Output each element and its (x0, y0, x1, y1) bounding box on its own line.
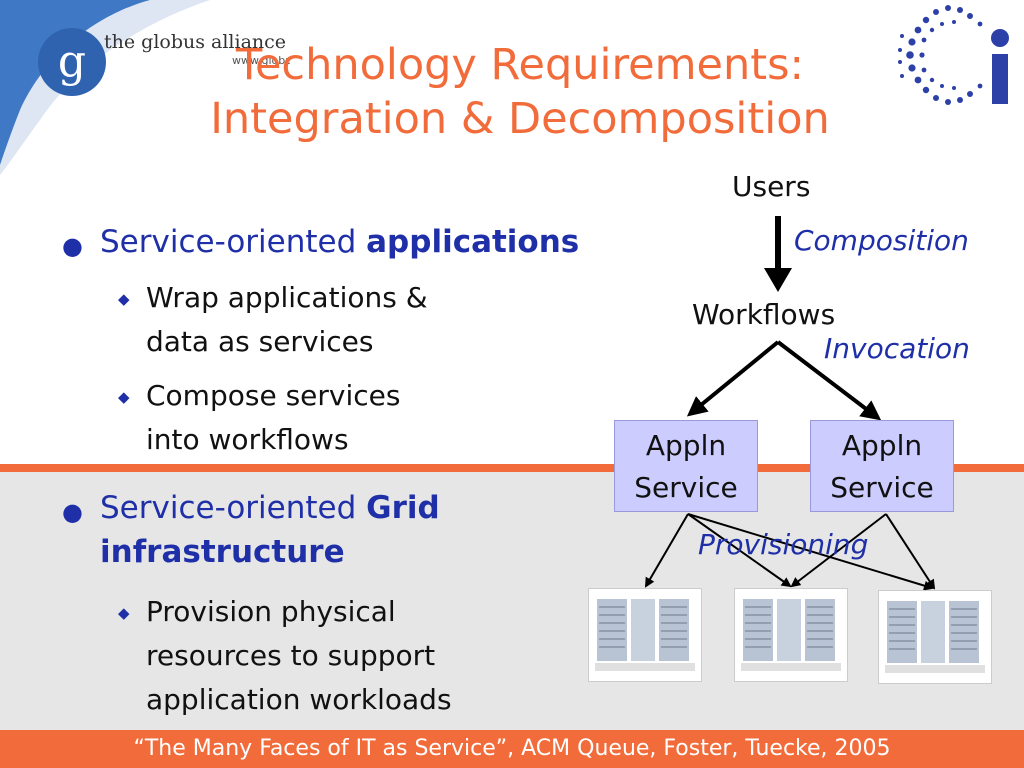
logo-swoosh-blue (0, 0, 150, 165)
slide-title-line1: Technology Requirements: (236, 40, 804, 90)
orange-divider-bar (0, 464, 1024, 472)
logo-globe-icon (38, 28, 106, 96)
invocation-label: Invocation (824, 332, 970, 365)
bullet-bold-text: Grid (366, 490, 440, 526)
sub-bullet-line: Wrap applications & (146, 281, 428, 314)
invocation-arrow-left (686, 340, 780, 417)
sub-bullet-diamond-icon: ◆ (118, 604, 130, 622)
provision-arrow (687, 513, 934, 591)
slide-title-line2: Integration & Decomposition (210, 94, 830, 144)
sub-bullet-line: application workloads (146, 683, 452, 716)
service-label: Appln (841, 429, 923, 462)
composition-arrow-head (764, 268, 792, 292)
server-rack-image (588, 588, 702, 682)
workflows-label: Workflows (692, 298, 836, 331)
appln-service-box-1: Appln Service (614, 420, 758, 512)
lower-background-panel (0, 472, 1024, 730)
footer-citation: “The Many Faces of IT as Service”, ACM Q… (0, 730, 1024, 768)
invocation-arrow-right (776, 340, 882, 421)
provision-arrow (885, 513, 936, 590)
globus-logo: g the globus alliance www.globus.org (0, 0, 290, 175)
bullet-bold-text: applications (366, 224, 580, 260)
server-rack-image (878, 590, 992, 684)
provision-arrow (790, 513, 887, 588)
sub-bullet-line: into workflows (146, 423, 349, 456)
bullet-text: Service-oriented (100, 224, 367, 260)
diagram-arrows (644, 216, 936, 591)
bullet-grid-infrastructure: Service-oriented Grid infrastructure (100, 486, 440, 574)
server-rack-image (734, 588, 848, 682)
sub-bullet-line: data as services (146, 325, 374, 358)
ci-letter-i-stem (992, 54, 1008, 104)
ci-logo (898, 5, 1009, 105)
provision-arrow (644, 513, 689, 588)
sub-bullet-line: Compose services (146, 379, 401, 412)
service-label: Appln (645, 429, 727, 462)
sub-bullet-provision: Provision physical resources to support … (146, 590, 452, 722)
logo-org-url: www.globus.org (232, 54, 290, 67)
appln-service-box-2: Appln Service (810, 420, 954, 512)
slide-title: Technology Requirements: Integration & D… (130, 38, 910, 146)
ci-letter-i-dot (991, 29, 1009, 47)
service-label: Service (634, 471, 738, 504)
provisioning-label: Provisioning (698, 528, 869, 561)
sub-bullet-compose: Compose services into workflows (146, 374, 400, 462)
provision-arrow (687, 513, 792, 588)
sub-bullet-diamond-icon: ◆ (118, 290, 130, 308)
users-label: Users (732, 170, 811, 203)
bullet-bold-text: infrastructure (100, 534, 345, 570)
ci-dot-ring-icon (898, 5, 983, 105)
bullet-text: Service-oriented (100, 490, 367, 526)
sub-bullet-line: resources to support (146, 639, 436, 672)
logo-org-name: the globus alliance (104, 31, 286, 53)
bullet-applications: Service-oriented applications (100, 220, 579, 264)
logo-letter: g (58, 36, 86, 87)
composition-label: Composition (794, 224, 969, 257)
sub-bullet-diamond-icon: ◆ (118, 388, 130, 406)
service-label: Service (830, 471, 934, 504)
sub-bullet-wrap: Wrap applications & data as services (146, 276, 428, 364)
bullet-dot-icon: ● (62, 498, 83, 526)
sub-bullet-line: Provision physical (146, 595, 396, 628)
bullet-dot-icon: ● (62, 232, 83, 260)
